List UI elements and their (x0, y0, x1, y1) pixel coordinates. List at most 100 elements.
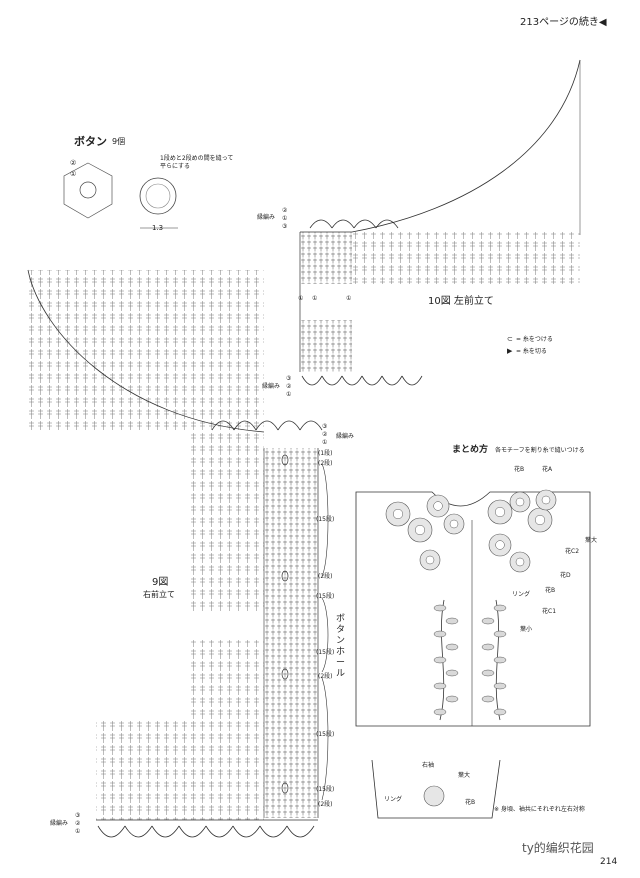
leaf-motif (433, 656, 447, 664)
label-flower-c1: 花C1 (542, 608, 557, 615)
right-front-band-grid (264, 448, 318, 818)
sleeve-flower-motif (423, 785, 445, 807)
right-front-bottom-scallop (286, 825, 315, 838)
right-front-label-num: 9図 (152, 577, 169, 588)
label-ring: リング (512, 591, 531, 598)
right-front-top-scallop (277, 420, 301, 431)
left-front-edging-scallop (353, 219, 377, 229)
right-front-lower-body-grid (190, 640, 264, 820)
leaf-motif (433, 708, 447, 716)
left-front-row-bottom-2: ① (312, 295, 318, 302)
right-front-bottom-scallop (259, 825, 288, 838)
row-count-10: (2段) (318, 801, 333, 808)
buttonhole-mark (281, 454, 289, 466)
brace-15-rows-2 (321, 597, 329, 673)
sleeve-ring: リング (384, 796, 403, 803)
row-count-9: (15段) (316, 786, 335, 793)
symmetry-note: ※ 身頃、袖共にそれぞれ左右対称 (494, 806, 585, 813)
button-title: ボタン (74, 135, 107, 148)
sleeve-label: 右袖 (422, 762, 435, 769)
left-front-band-upper (300, 232, 352, 284)
right-front-neck-curve (27, 269, 265, 433)
left-front-edging-label: 縁編み (257, 214, 276, 221)
flower-motif-center (515, 497, 525, 507)
right-front-bottom-scallop (97, 825, 126, 838)
buttonhole-mark (281, 570, 289, 582)
leaf-motif (493, 708, 507, 716)
leaf-motif (433, 682, 447, 690)
left-front-edging-scallop (375, 219, 399, 229)
flower-motif-center (495, 540, 505, 550)
flower-motif-center (414, 524, 426, 536)
row-count-6: (15段) (316, 649, 335, 656)
button-row-mark-2: ② (70, 159, 77, 167)
left-front-row-top-1: ② (282, 207, 288, 214)
right-front-yoke-grid (28, 270, 264, 430)
label-flower-c2: 花C2 (565, 548, 580, 555)
button-note-line2: 平らにする (160, 163, 191, 170)
leaf-motif (445, 643, 459, 651)
button-side-inner (145, 183, 171, 209)
left-front-lower-edging-label: 縁編み (262, 383, 281, 390)
right-front-body-grid (190, 432, 264, 612)
left-front-lower-scallop (361, 375, 383, 386)
left-front-row-top-3: ③ (282, 223, 288, 230)
right-front-bottom-row-2: ② (75, 820, 81, 827)
button-count: 9個 (112, 137, 126, 146)
buttonhole-mark (281, 668, 289, 680)
legend-cut-yarn: = 糸を切る (516, 348, 547, 355)
flower-motif-center (392, 508, 404, 520)
leaf-motif (433, 604, 447, 612)
right-front-top-scallop (233, 420, 257, 431)
flower-motif-center (425, 555, 435, 565)
left-front-row-bottom-3: ① (346, 295, 352, 302)
cardigan-outline (355, 491, 591, 727)
sleeve-flower-b: 花B (465, 799, 476, 806)
right-front-bottom-scallop (151, 825, 180, 838)
right-front-bottom-scallop (124, 825, 153, 838)
leaf-motif (493, 682, 507, 690)
button-motif-center (79, 181, 97, 199)
leaf-motif (481, 617, 495, 625)
left-front-row-bottom-1: ① (298, 295, 304, 302)
leaf-motif (493, 630, 507, 638)
legend-attach-yarn: = 糸をつける (516, 336, 553, 343)
row-count-1: (1段) (318, 450, 333, 457)
assembly-title: まとめ方 (452, 445, 489, 455)
cut-yarn-symbol-icon: ▶ (507, 347, 513, 355)
row-count-7: (2段) (318, 673, 333, 680)
label-flower-d: 花D (560, 572, 571, 579)
left-front-row-lower-3: ③ (286, 375, 292, 382)
right-front-hem-grid (96, 720, 192, 820)
right-front-top-row-2: ② (322, 431, 328, 438)
right-front-edging-label: 縁編み (336, 433, 355, 440)
sleeve-outline (371, 759, 501, 819)
left-front-lower-scallop (381, 375, 403, 386)
left-front-label: 10図 左前立て (428, 296, 494, 307)
right-front-label-name: 右前立て (143, 590, 175, 599)
page-number: 214 (600, 857, 618, 867)
continued-note: 213ページの続き◀ (520, 17, 607, 28)
buttonhole-mark (281, 782, 289, 794)
right-front-top-row-1: ① (322, 439, 328, 446)
row-count-4: (2段) (318, 573, 333, 580)
flower-motif-center (449, 519, 459, 529)
leaf-motif (445, 669, 459, 677)
left-front-lower-scallop (341, 375, 363, 386)
right-front-top-scallop (255, 420, 279, 431)
leaf-motif (481, 695, 495, 703)
attach-yarn-symbol-icon: ⊂ (507, 335, 513, 343)
right-front-top-scallop (211, 420, 235, 431)
leaf-motif (433, 630, 447, 638)
sleeve-leaf-large: 葉大 (458, 772, 471, 779)
left-front-body-grid (352, 232, 580, 284)
right-front-bottom-edging-label: 縁編み (50, 820, 69, 827)
leaf-motif (481, 643, 495, 651)
assembly-subtitle: 各モチーフを割り糸で縫いつける (495, 447, 585, 454)
right-front-bottom-scallop (178, 825, 207, 838)
flower-motif-center (433, 501, 443, 511)
button-note-line1: 1段めと2段めの間を縫って (160, 155, 234, 162)
left-front-row-lower-2: ② (286, 383, 292, 390)
flower-motif-center (541, 495, 551, 505)
